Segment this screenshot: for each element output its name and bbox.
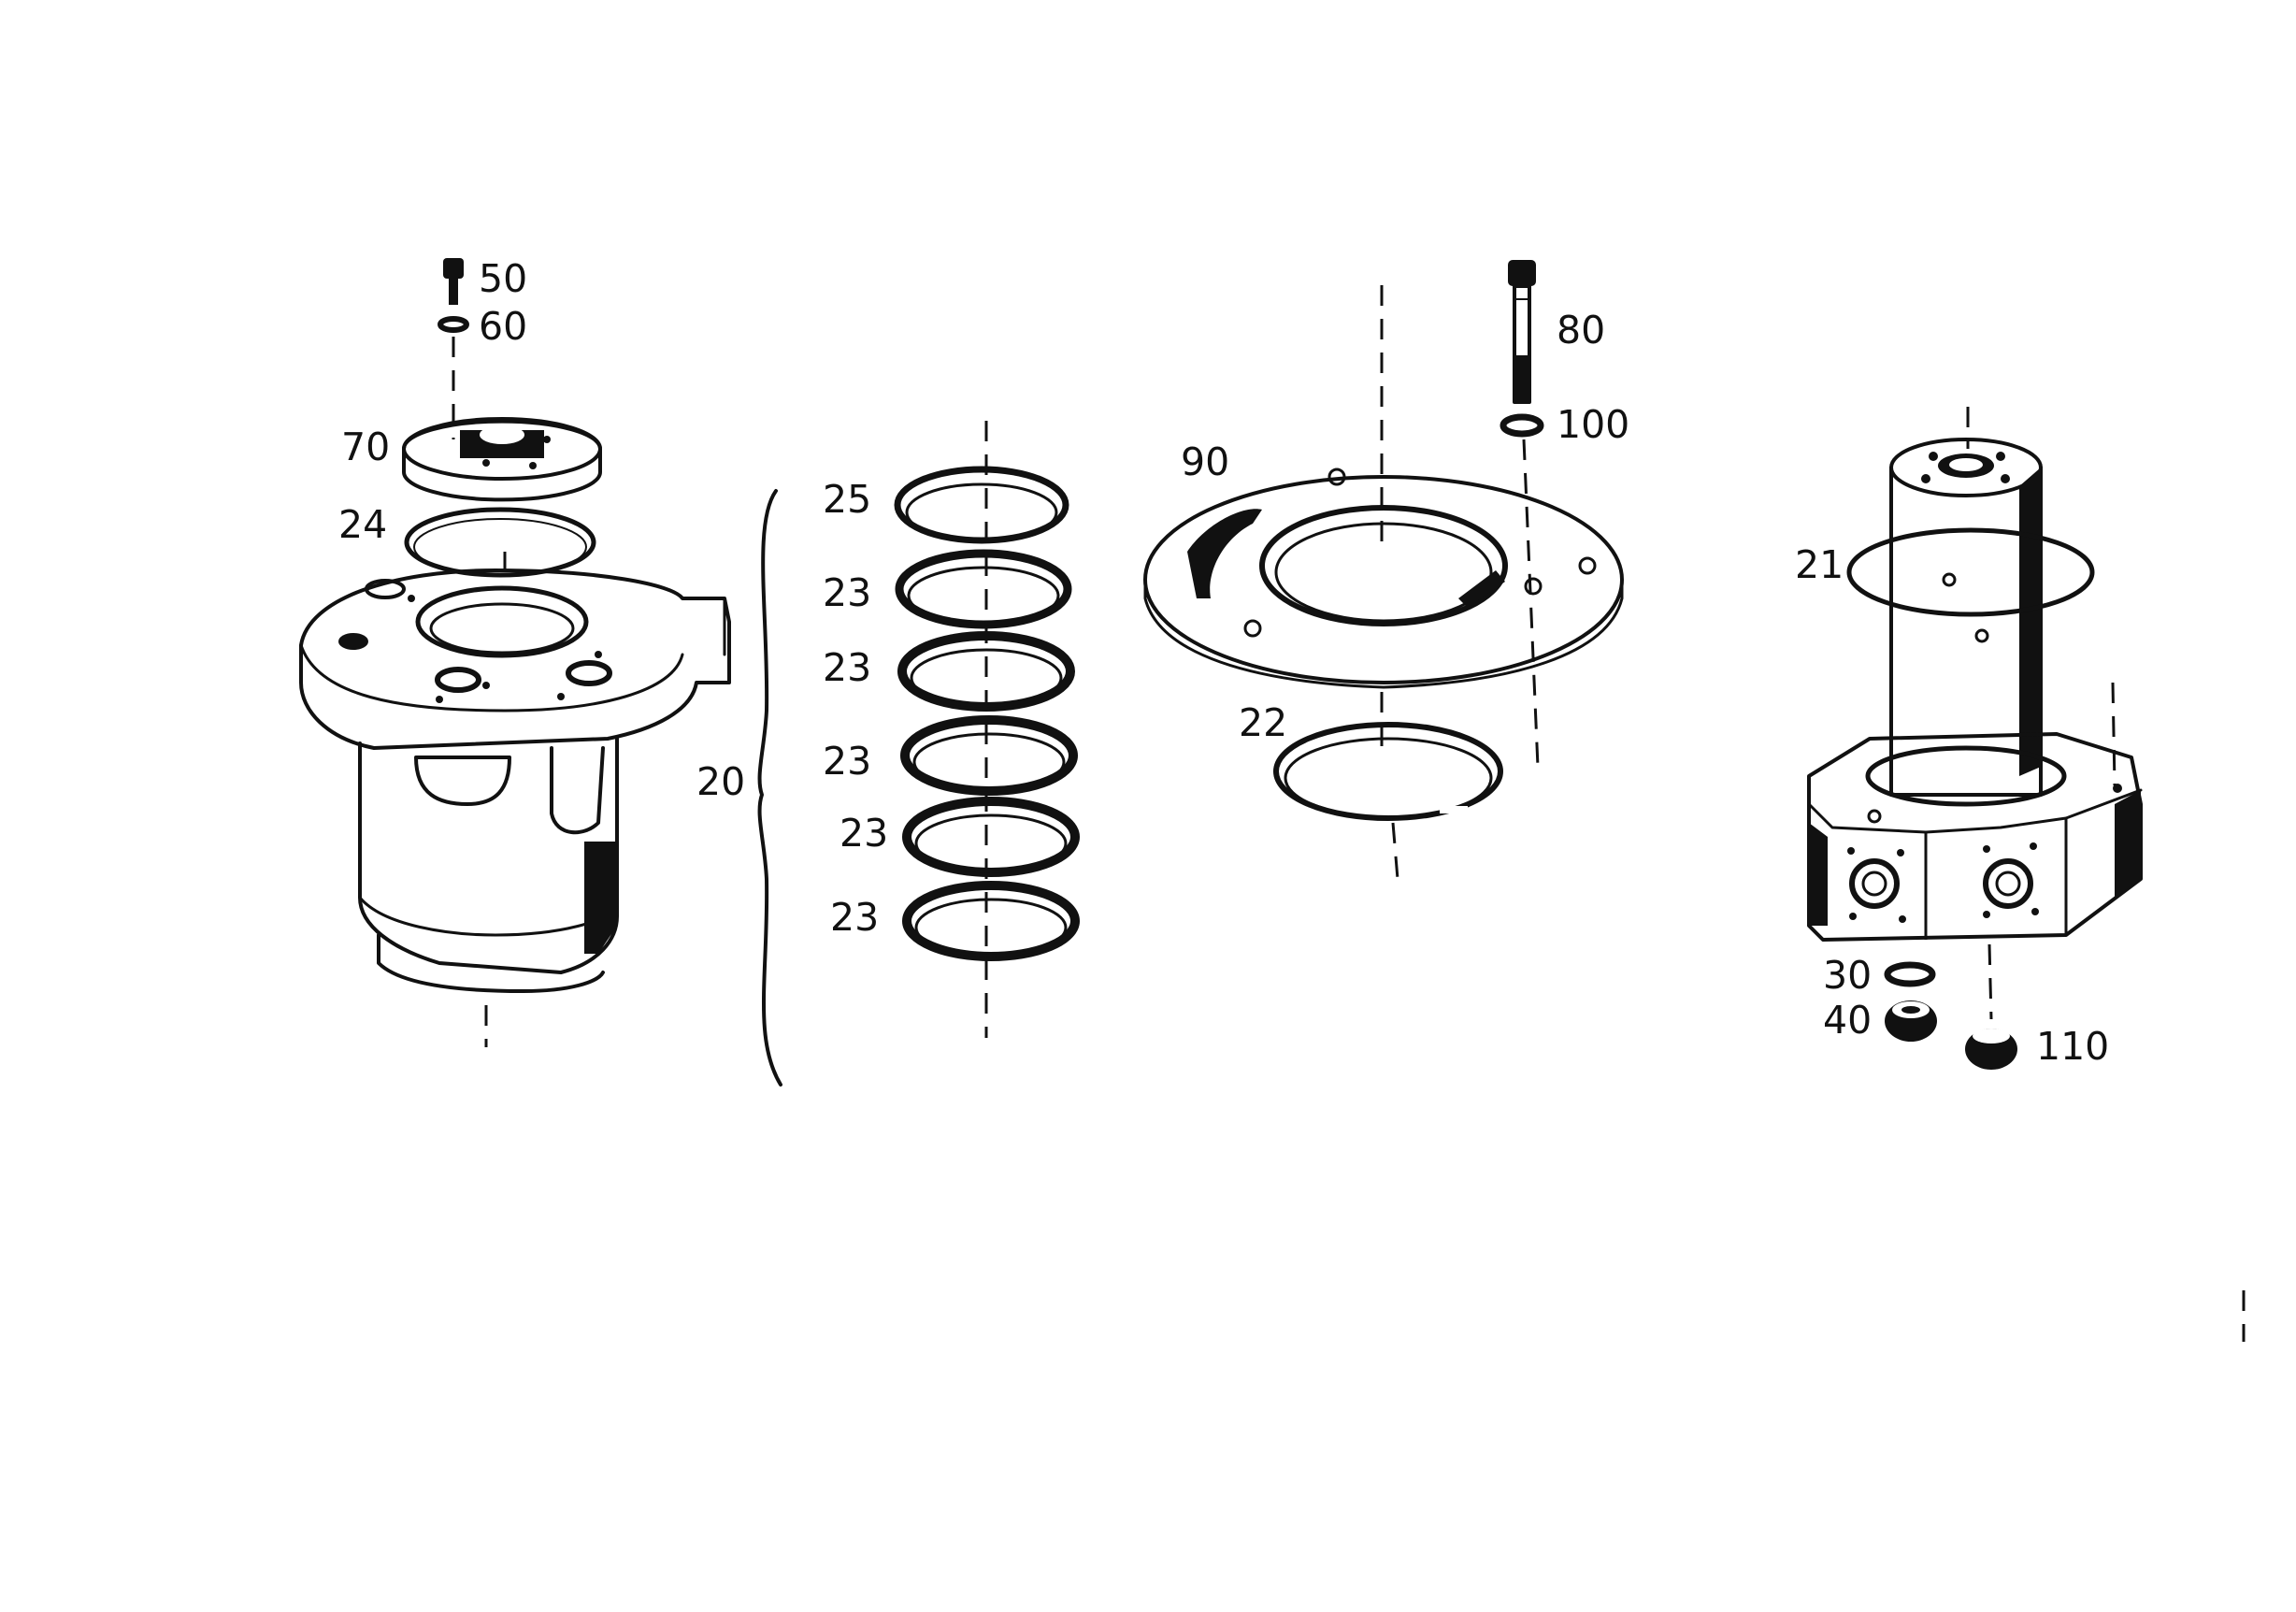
callout-30: 30 [1823,953,1872,998]
housing-body [299,569,731,993]
snap-ring-22 [1273,722,1503,821]
bolt-80 [1508,260,1536,404]
ring-23-a [895,549,1072,629]
washer-100 [1500,413,1544,438]
washer-60 [438,316,469,333]
callout-90: 90 [1181,439,1229,484]
ring-23-e [902,881,1080,961]
callout-23-c: 23 [823,739,871,784]
cover-plate-70 [402,417,602,502]
callout-80: 80 [1557,308,1605,353]
o-ring-24 [404,507,596,578]
callout-40: 40 [1823,998,1872,1043]
callout-20: 20 [696,759,745,804]
ring-23-d [902,797,1080,877]
callout-70: 70 [341,425,390,469]
callout-25: 25 [823,477,871,522]
valve-block [1807,732,2143,942]
callout-110: 110 [2036,1024,2109,1069]
plug-40 [1885,1000,1937,1042]
screw-50 [443,258,464,305]
ring-23-c [900,715,1078,796]
callout-23-d: 23 [839,811,888,856]
callout-23-e: 23 [830,895,879,940]
callout-24: 24 [338,502,387,547]
callout-100: 100 [1557,402,1629,447]
plug-110 [1965,1029,2017,1070]
seal-ring-stack [894,421,1080,1038]
housing-assembly [299,258,731,1047]
ring-23-b [897,631,1075,712]
ring-25 [894,466,1069,544]
valve-block-assembly [1807,407,2143,1070]
group-brace-20 [757,489,782,1087]
flange-assembly [1143,260,1624,880]
callout-50: 50 [479,256,527,301]
callout-21: 21 [1795,542,1844,587]
o-ring-21 [1846,527,2095,617]
seal-30 [1884,961,1936,987]
callout-22: 22 [1239,700,1287,745]
callout-23-a: 23 [823,570,871,615]
callout-60: 60 [479,304,527,349]
callout-23-b: 23 [823,645,871,690]
flange-plate-90 [1143,468,1624,689]
